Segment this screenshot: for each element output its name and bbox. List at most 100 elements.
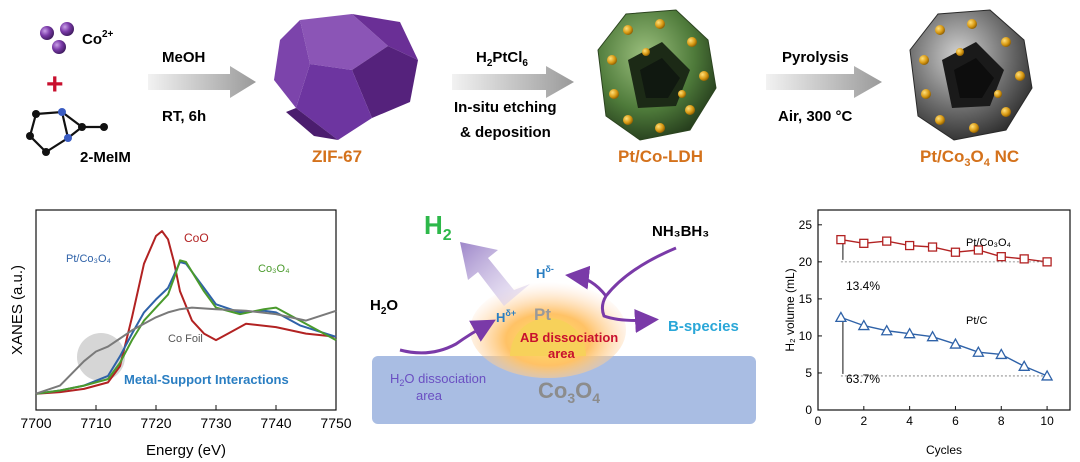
xanes-x-axis: 7700 7710 7720 7730 7740 7750 [20,405,352,431]
pt-nanoparticles [919,19,1025,133]
cycling-x-tick-label: 0 [815,414,822,428]
zif67-crystal [274,14,418,140]
cycling-y-tick-label: 10 [799,329,813,343]
h2o-area-label-2: area [416,388,443,403]
step2-mid: In-situ etching [454,99,557,116]
xanes-x-axis-label: Energy (eV) [146,442,226,459]
h-minus-label: Hδ- [536,264,554,281]
cycling-point [836,234,846,245]
cycling-point [1019,254,1029,264]
co-ion-ball [40,26,54,40]
pt-label: Pt [534,305,551,324]
cycling-x-tick-label: 8 [998,414,1005,428]
cycling-point [950,247,961,257]
product1-label: ZIF-67 [312,147,362,166]
synthesis-row: Co2+ + 2-MeIM MeOH RT, 6h ZIF-6 [26,9,1033,169]
pt-co3o4-nc-particle [909,9,1033,141]
cycling-x-tick-label: 2 [860,414,867,428]
cycling-series-line [840,238,1048,263]
ligand-structure [28,110,104,154]
cycling-point [904,240,915,251]
step1-bottom: RT, 6h [162,108,206,125]
xanes-x-tick-label: 7720 [140,415,171,431]
cycling-x-tick-label: 6 [952,414,959,428]
retention-annotation-2: 63.7% [846,372,880,386]
xanes-plot-frame [35,209,337,411]
h-plus-label: Hδ+ [496,308,516,325]
b-species-label: B-species [668,318,739,335]
cycling-series-line [840,316,1048,377]
co-ion-ball [52,40,66,54]
cycling-point [996,252,1006,262]
cycling-point [949,337,962,349]
step3-bottom: Air, 300 °C [778,108,853,125]
h2o-area-label: H2O dissociation [390,371,486,388]
xanes-series-line [35,306,337,395]
step3-arrow [766,66,882,98]
co3o4-support [372,356,756,424]
cycling-point [834,311,848,323]
cycling-series-group [834,234,1054,381]
cycling-point [882,236,892,246]
cycling-x-axis-label: Cycles [926,443,962,457]
label-pt-co3o4: Pt/Co₃O₄ [66,253,112,265]
plus-sign: + [46,68,64,101]
cycling-point [972,345,985,357]
cycling-y-tick-label: 15 [799,292,813,306]
cycling-point [927,242,938,252]
cycling-point [973,245,984,255]
xanes-y-axis-label: XANES (a.u.) [9,265,26,355]
legend-pt-c: Pt/C [966,315,987,327]
step3-top: Pyrolysis [782,49,849,66]
legend-pt-co3o4: Pt/Co₃O₄ [966,237,1012,249]
cycling-point [1018,359,1031,371]
cycling-plot-frame [817,209,1071,411]
cycling-point [880,324,893,336]
cycling-point [857,319,870,331]
xanes-x-tick-label: 7750 [320,415,351,431]
label-coo: CoO [184,231,209,245]
cycling-y-tick-label: 0 [805,403,812,417]
xanes-series-group [35,230,337,395]
nh3bh3-label: NH₃BH₃ [652,223,709,240]
xanes-x-tick-label: 7740 [260,415,291,431]
label-co3o4: Co₃O₄ [258,263,290,275]
step1-arrow [148,66,256,98]
h2o-label: H2O [370,297,398,317]
step2-arrow [452,66,574,98]
cycling-y-tick-label: 20 [799,255,813,269]
pt-nanoparticles [607,19,709,133]
pt-particle [510,318,586,356]
h2-release-arrow [460,242,530,306]
cycling-x-tick-label: 10 [1040,414,1054,428]
xanes-x-tick-label: 7710 [80,415,111,431]
cycling-point [926,330,939,342]
product2-label: Pt/Co-LDH [618,147,703,166]
cycling-y-axis-label: H₂ volume (mL) [783,268,797,351]
xanes-series-line [35,230,337,395]
xanes-x-tick-label: 7730 [200,415,231,431]
step2-top: H2PtCl6 [476,49,528,69]
cycling-point [859,238,869,248]
h2-label: H2 [424,210,452,244]
cycling-point [1040,369,1054,381]
cycling-y-tick-label: 5 [805,366,812,380]
xanes-x-tick-label: 7700 [20,415,51,431]
ab-to-h-arrow [565,265,608,297]
co-ion-ball [60,22,74,36]
support-label: Co3O4 [538,378,600,406]
metal-support-annotation: Metal-Support Interactions [124,372,289,387]
label-co-foil: Co Foil [168,333,203,345]
xanes-chart: 7700 7710 7720 7730 7740 7750 XANES (a.u.) En… [9,209,352,459]
product3-label: Pt/Co3O4 NC [920,147,1019,169]
cycling-point [995,348,1008,360]
step2-bottom: & deposition [460,124,551,141]
mechanism-diagram: Pt AB dissociation area H2O dissociation… [370,210,756,424]
cycling-point [903,327,916,339]
step1-top: MeOH [162,49,205,66]
ab-area-label: AB dissociation [520,330,618,345]
cycling-y-tick-label: 25 [799,218,813,232]
